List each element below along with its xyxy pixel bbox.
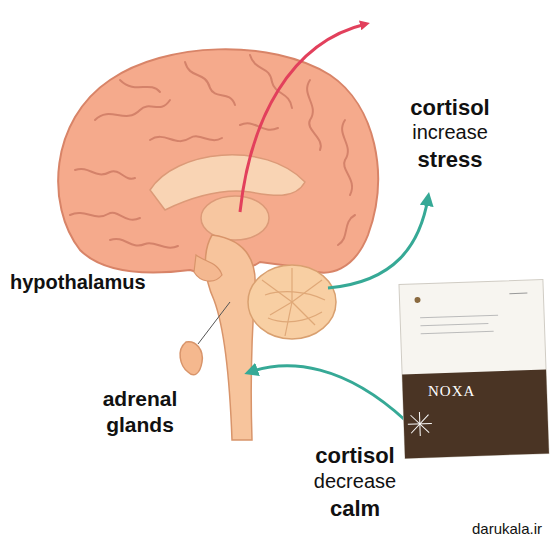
decrease-label: decrease <box>314 469 396 494</box>
calm-label: calm <box>330 495 380 523</box>
product-name: NOXA <box>428 382 475 401</box>
gyri <box>70 55 355 248</box>
watermark: darukala.ir <box>472 520 542 539</box>
cerebellum <box>248 265 336 339</box>
cortisol-label: cortisol <box>315 442 394 470</box>
increase-arrow <box>240 24 366 212</box>
cortisol-label: cortisol <box>315 442 394 470</box>
decrease-label: decrease <box>314 469 396 494</box>
stress-label: stress <box>418 146 483 174</box>
stress-arrow <box>328 198 428 288</box>
cortisol-label: cortisol <box>410 94 489 122</box>
part-label: adrenal glands <box>80 386 200 439</box>
cortisol-label: cortisol <box>410 94 489 122</box>
increase-label: increase <box>412 120 488 145</box>
cerebellum-folds <box>262 268 325 336</box>
part-label: hypothalamus <box>10 270 146 295</box>
watermark: darukala.ir <box>472 520 542 539</box>
stress-label: stress <box>418 146 483 174</box>
part-label: adrenal glands <box>80 386 200 439</box>
part-label: hypothalamus <box>10 270 146 295</box>
hypothalamus-part <box>194 255 222 281</box>
leader-line <box>198 302 230 344</box>
increase-label: increase <box>412 120 488 145</box>
product-name: NOXA <box>428 382 475 401</box>
calm-arrow <box>250 366 405 420</box>
thalamus <box>201 196 269 240</box>
product-box <box>399 280 549 459</box>
adrenal-gland <box>180 342 202 375</box>
calm-label: calm <box>330 495 380 523</box>
